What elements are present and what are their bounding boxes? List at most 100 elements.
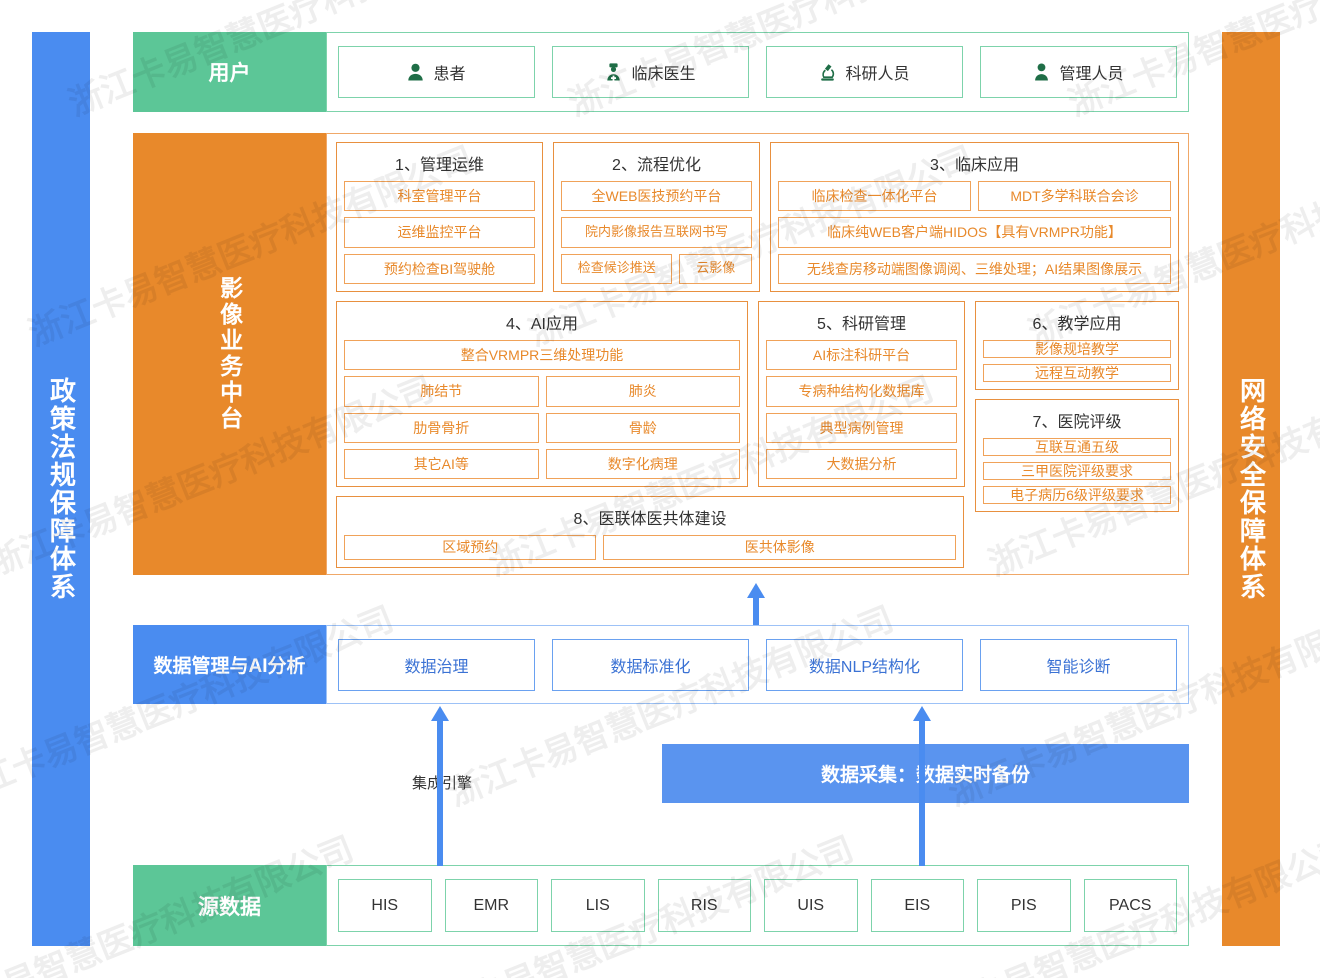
chip-item[interactable]: 运维监控平台 xyxy=(344,217,535,248)
users-band-label: 用户 xyxy=(133,32,326,112)
source-card-eis[interactable]: EIS xyxy=(870,879,964,932)
microscope-icon xyxy=(819,63,836,81)
chip-item[interactable]: 三甲医院评级要求 xyxy=(983,462,1171,481)
source-card-lis[interactable]: LIS xyxy=(551,879,645,932)
user-card-clinician[interactable]: 临床医生 xyxy=(552,46,749,98)
data-card-standardization[interactable]: 数据标准化 xyxy=(552,638,749,691)
group-title: 2、流程优化 xyxy=(612,157,701,174)
chip-item[interactable]: 电子病历6级评级要求 xyxy=(983,486,1171,505)
arrow-shaft xyxy=(919,719,925,866)
chip-item[interactable]: 临床检查一体化平台 xyxy=(778,181,971,212)
platform-band-label: 影像业务中台 xyxy=(133,133,326,575)
source-card-pacs[interactable]: PACS xyxy=(1083,879,1177,932)
chip-item[interactable]: 检查候诊推送 xyxy=(561,253,673,284)
chip-item[interactable]: 数字化病理 xyxy=(545,448,740,479)
user-card-manager[interactable]: 管理人员 xyxy=(980,46,1177,98)
source-card-emr[interactable]: EMR xyxy=(444,879,538,932)
chip-item[interactable]: 院内影像报告互联网书写 xyxy=(561,217,752,248)
user-card-researcher[interactable]: 科研人员 xyxy=(766,46,963,98)
chip-item[interactable]: 骨龄 xyxy=(545,412,740,443)
data-collection-label: 数据采集：数据实时备份 xyxy=(820,765,1030,786)
policy-regulation-sidebar: 政策法规保障体系 xyxy=(32,32,90,946)
chip-item[interactable]: 肋骨骨折 xyxy=(344,412,539,443)
source-card-uis[interactable]: UIS xyxy=(764,879,858,932)
chip-item[interactable]: 无线查房移动端图像调阅、三维处理；AI结果图像展示 xyxy=(778,253,1171,284)
arrow-data-collection-upper xyxy=(910,706,934,866)
group-title: 6、教学应用 xyxy=(1032,316,1122,333)
chip-item[interactable]: 肺结节 xyxy=(344,376,539,407)
data-management-list: 数据治理 数据标准化 数据NLP结构化 智能诊断 xyxy=(326,625,1189,704)
chip-item[interactable]: MDT多学科联合会诊 xyxy=(978,181,1171,212)
source-data-band: 源数据 HIS EMR LIS RIS UIS EIS PIS PACS xyxy=(133,865,1189,946)
user-card-label: 管理人员 xyxy=(1059,66,1124,83)
data-collection-box: 数据采集：数据实时备份 xyxy=(662,744,1189,803)
chip-item[interactable]: AI标注科研平台 xyxy=(766,340,957,371)
platform-band: 影像业务中台 1、管理运维 科室管理平台 运维监控平台 预约检查BI驾驶舱 2、… xyxy=(133,133,1189,575)
source-card-label: UIS xyxy=(797,896,825,914)
source-card-label: PIS xyxy=(1010,896,1037,914)
chip-item[interactable]: 其它AI等 xyxy=(344,448,539,479)
source-card-label: PACS xyxy=(1109,896,1152,914)
data-card-label: 智能诊断 xyxy=(1046,658,1111,676)
data-management-band: 数据管理与AI分析 数据治理 数据标准化 数据NLP结构化 智能诊断 xyxy=(133,625,1189,704)
group-ai-application: 4、AI应用 整合VRMPR三维处理功能 肺结节 肺炎 肋骨骨折 骨龄 其它AI… xyxy=(336,301,748,487)
source-card-label: EMR xyxy=(473,896,510,914)
chip-item[interactable]: 全WEB医技预约平台 xyxy=(561,181,752,212)
chip-item[interactable]: 科室管理平台 xyxy=(344,181,535,212)
data-management-band-label: 数据管理与AI分析 xyxy=(133,625,326,704)
source-card-label: HIS xyxy=(371,896,399,914)
platform-groups-container: 1、管理运维 科室管理平台 运维监控平台 预约检查BI驾驶舱 2、流程优化 全W… xyxy=(326,133,1189,575)
group-teaching-application: 6、教学应用 影像规培教学 远程互动教学 xyxy=(975,301,1179,390)
user-card-label: 患者 xyxy=(433,66,466,83)
user-card-label: 临床医生 xyxy=(631,66,696,83)
source-card-label: RIS xyxy=(690,896,718,914)
arrow-shaft xyxy=(437,719,443,866)
platform-column-teaching-rating: 6、教学应用 影像规培教学 远程互动教学 7、医院评级 互联互通五级 三甲医院评… xyxy=(975,301,1179,513)
source-card-ris[interactable]: RIS xyxy=(657,879,751,932)
group-title: 3、临床应用 xyxy=(930,157,1019,174)
chip-item[interactable]: 医共体影像 xyxy=(603,535,956,560)
chip-item[interactable]: 云影像 xyxy=(679,253,752,284)
group-title: 8、医联体医共体建设 xyxy=(573,511,727,528)
data-card-nlp-structuring[interactable]: 数据NLP结构化 xyxy=(766,638,963,691)
users-band: 用户 患者 临床医生 科研人员 管理人员 xyxy=(133,32,1189,112)
data-card-intelligent-diagnosis[interactable]: 智能诊断 xyxy=(980,638,1177,691)
network-security-sidebar-label: 网络安全保障体系 xyxy=(1236,377,1267,601)
chip-item[interactable]: 典型病例管理 xyxy=(766,412,957,443)
user-icon xyxy=(407,63,424,81)
arrow-shaft xyxy=(753,596,759,625)
user-card-patient[interactable]: 患者 xyxy=(338,46,535,98)
source-card-his[interactable]: HIS xyxy=(338,879,432,932)
doctor-icon xyxy=(605,63,622,81)
chip-item[interactable]: 肺炎 xyxy=(545,376,740,407)
chip-item[interactable]: 整合VRMPR三维处理功能 xyxy=(344,340,740,371)
network-security-sidebar: 网络安全保障体系 xyxy=(1222,32,1280,946)
arrow-head-icon xyxy=(431,706,449,721)
users-list: 患者 临床医生 科研人员 管理人员 xyxy=(326,32,1189,112)
arrow-head-icon xyxy=(913,706,931,721)
chip-item[interactable]: 区域预约 xyxy=(344,535,597,560)
source-card-pis[interactable]: PIS xyxy=(977,879,1071,932)
chip-item[interactable]: 互联互通五级 xyxy=(983,438,1171,457)
arrow-integration-engine xyxy=(428,706,452,866)
group-research-management: 5、科研管理 AI标注科研平台 专病种结构化数据库 典型病例管理 大数据分析 xyxy=(758,301,965,487)
chip-item[interactable]: 预约检查BI驾驶舱 xyxy=(344,253,535,284)
platform-row-2: 4、AI应用 整合VRMPR三维处理功能 肺结节 肺炎 肋骨骨折 骨龄 其它AI… xyxy=(336,301,1179,513)
platform-band-label-text: 影像业务中台 xyxy=(216,276,243,432)
chip-item[interactable]: 远程互动教学 xyxy=(983,364,1171,383)
group-title: 1、管理运维 xyxy=(395,157,484,174)
arrow-data-to-platform xyxy=(744,583,768,625)
group-process-optimization: 2、流程优化 全WEB医技预约平台 院内影像报告互联网书写 检查候诊推送 云影像 xyxy=(553,142,760,292)
data-card-governance[interactable]: 数据治理 xyxy=(338,638,535,691)
chip-item[interactable]: 影像规培教学 xyxy=(983,340,1171,359)
chip-item[interactable]: 大数据分析 xyxy=(766,448,957,479)
group-hospital-rating: 7、医院评级 互联互通五级 三甲医院评级要求 电子病历6级评级要求 xyxy=(975,399,1179,513)
user-card-label: 科研人员 xyxy=(845,66,910,83)
data-card-label: 数据治理 xyxy=(404,658,469,676)
data-card-label: 数据标准化 xyxy=(610,658,691,676)
chip-item[interactable]: 临床纯WEB客户端HIDOS【具有VRMPR功能】 xyxy=(778,217,1171,248)
group-management-ops: 1、管理运维 科室管理平台 运维监控平台 预约检查BI驾驶舱 xyxy=(336,142,543,292)
chip-item[interactable]: 专病种结构化数据库 xyxy=(766,376,957,407)
source-data-list: HIS EMR LIS RIS UIS EIS PIS PACS xyxy=(326,865,1189,946)
arrow-head-icon xyxy=(747,583,765,598)
